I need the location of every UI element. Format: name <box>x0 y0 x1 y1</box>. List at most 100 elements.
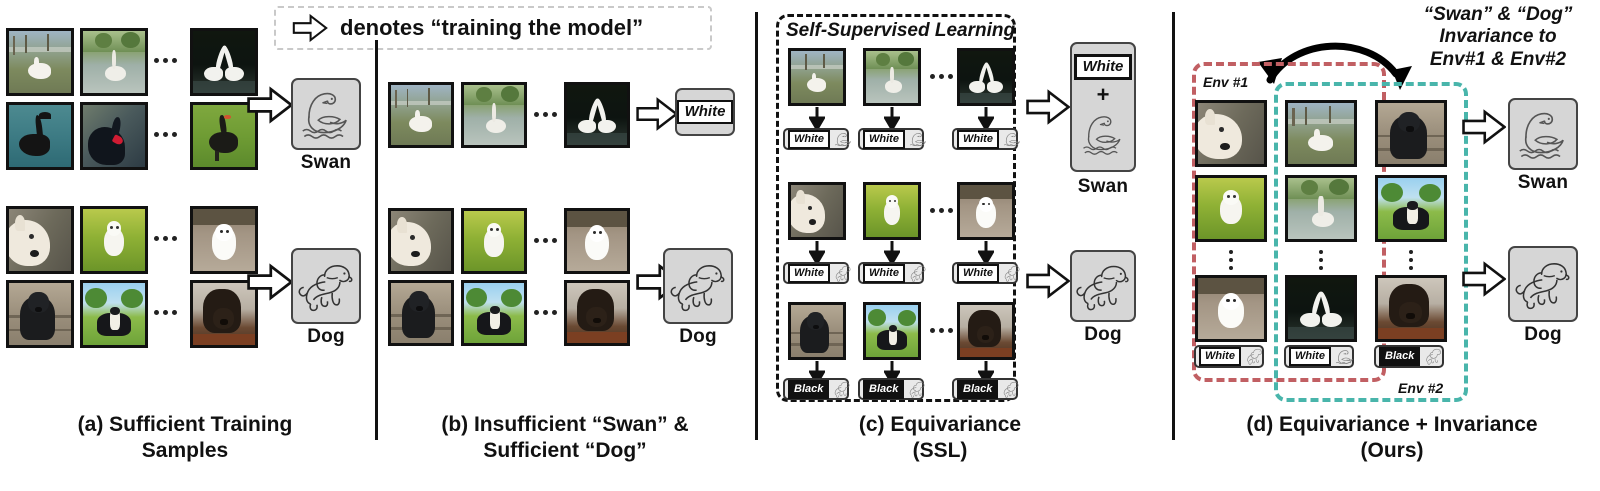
class-card-dog <box>663 248 733 324</box>
training-arrow-swan <box>1026 90 1070 124</box>
photo-white-poodle-on-grass <box>1195 175 1267 242</box>
class-label-dog: Dog <box>1084 324 1122 345</box>
down-arrow-icon <box>809 107 825 129</box>
dog-mini-icon <box>910 381 925 398</box>
swan-sketch-icon <box>1518 112 1564 159</box>
plus-symbol: + <box>1096 81 1110 107</box>
attribute-chip: White <box>783 128 851 150</box>
class-label-swan: Swan <box>1077 176 1129 197</box>
class-label-dog: Dog <box>1524 324 1562 345</box>
ssl-title: Self-Supervised Learning <box>786 20 1016 41</box>
panel-divider-2 <box>755 12 758 440</box>
photo-white-swan-in-river <box>863 48 921 106</box>
photo-black-swan-red-beak <box>80 102 148 170</box>
ellipsis-swan-row <box>534 112 557 117</box>
class-card-dog <box>1508 246 1578 322</box>
env2-box <box>1274 82 1468 402</box>
photo-white-swan-in-river <box>461 82 527 148</box>
down-arrow-icon <box>809 241 825 263</box>
attribute-card-white: White <box>675 88 735 136</box>
attribute-chip: Black <box>952 378 1019 400</box>
chip-text: White <box>788 263 830 283</box>
attribute-chip: White <box>783 262 851 284</box>
photo-bernese-mountain-dog <box>80 280 148 348</box>
class-label-swan: Swan <box>1517 172 1569 193</box>
training-arrow-white <box>636 98 678 130</box>
dog-mini-icon <box>835 381 850 398</box>
ellipsis-swan-row-2 <box>154 132 177 137</box>
panel-divider-1 <box>375 40 378 440</box>
swan-mini-icon <box>1335 349 1353 364</box>
dog-mini-icon <box>910 265 926 282</box>
chip-text: White <box>863 263 905 283</box>
class-label-dog: Dog <box>679 326 717 347</box>
photo-white-shepherd-dog <box>388 208 454 274</box>
training-arrow-dog <box>1462 262 1506 296</box>
attribute-chip: White <box>858 262 926 284</box>
ellipsis-dog-row-1 <box>154 236 177 241</box>
invariance-annotation: “Swan” & “Dog” Invariance to Env#1 & Env… <box>1423 4 1573 70</box>
env1-label: Env #1 <box>1203 74 1249 90</box>
attribute-chip: White <box>952 262 1020 284</box>
photo-white-maltese-on-path <box>190 206 258 274</box>
class-card-dog <box>1070 250 1136 322</box>
chip-text: Black <box>957 379 999 399</box>
vertical-ellipsis <box>1319 250 1323 270</box>
photo-white-shepherd-dog <box>788 182 846 240</box>
ellipsis-white-dog-row <box>930 208 953 213</box>
training-arrow-swan <box>247 87 293 123</box>
photo-white-maltese-on-path <box>564 208 630 274</box>
swan-sketch-icon <box>1082 115 1121 155</box>
photo-two-white-swans-heart <box>190 28 258 96</box>
panel-c-caption: (c) Equivariance (SSL) <box>858 413 1022 463</box>
ellipsis-dog-row-2 <box>534 310 557 315</box>
chip-text: Black <box>788 379 830 399</box>
photo-white-maltese-on-path <box>1195 275 1267 342</box>
down-arrow-icon <box>978 241 994 263</box>
class-card-swan <box>291 78 361 150</box>
class-label-dog: Dog <box>307 326 345 347</box>
photo-dark-brown-labrador <box>190 280 258 348</box>
photo-white-swan-in-river <box>1285 175 1357 242</box>
ellipsis-dog-row-2 <box>154 310 177 315</box>
photo-white-shepherd-dog <box>6 206 74 274</box>
photo-bernese-mountain-dog <box>461 280 527 346</box>
chip-text: White <box>863 129 905 149</box>
dog-mini-icon <box>1004 265 1020 282</box>
photo-white-swan-on-grass <box>788 48 846 106</box>
dog-sketch-icon <box>1515 263 1570 310</box>
photo-black-labrador-on-deck <box>6 280 74 348</box>
attribute-chip: White <box>858 128 926 150</box>
attribute-chip: White <box>1284 345 1354 368</box>
photo-white-poodle-on-grass <box>461 208 527 274</box>
chip-text: White <box>1289 347 1331 366</box>
chip-text: White <box>957 129 999 149</box>
photo-white-shepherd-dog <box>1195 100 1267 167</box>
class-card-dog <box>291 248 361 324</box>
photo-dark-brown-labrador <box>564 280 630 346</box>
chip-text: White <box>1199 347 1241 366</box>
down-arrow-icon <box>884 107 900 129</box>
dog-mini-icon <box>1247 348 1262 365</box>
photo-black-labrador-on-deck <box>1375 100 1447 167</box>
chip-text: White <box>788 129 830 149</box>
vertical-ellipsis <box>1229 250 1233 270</box>
photo-black-labrador-on-deck <box>788 302 846 360</box>
class-label-swan: Swan <box>300 152 352 173</box>
training-arrow-swan <box>1462 110 1506 144</box>
photo-two-white-swans-heart <box>1285 275 1357 342</box>
photo-white-swan-on-grass <box>1285 100 1357 167</box>
photo-black-labrador-on-deck <box>388 280 454 346</box>
ellipsis-swan-row-1 <box>154 58 177 63</box>
photo-bernese-mountain-dog <box>1375 175 1447 242</box>
ellipsis-dog-row-1 <box>534 238 557 243</box>
swan-mini-icon <box>909 132 926 146</box>
chip-text: Black <box>863 379 905 399</box>
photo-white-swan-in-river <box>80 28 148 96</box>
photo-dark-brown-labrador <box>1375 275 1447 342</box>
down-arrow-icon <box>978 107 994 129</box>
training-arrow-dog <box>1026 264 1070 298</box>
chip-text: White <box>957 263 999 283</box>
down-arrow-icon <box>884 241 900 263</box>
attribute-chip: Black <box>858 378 925 400</box>
